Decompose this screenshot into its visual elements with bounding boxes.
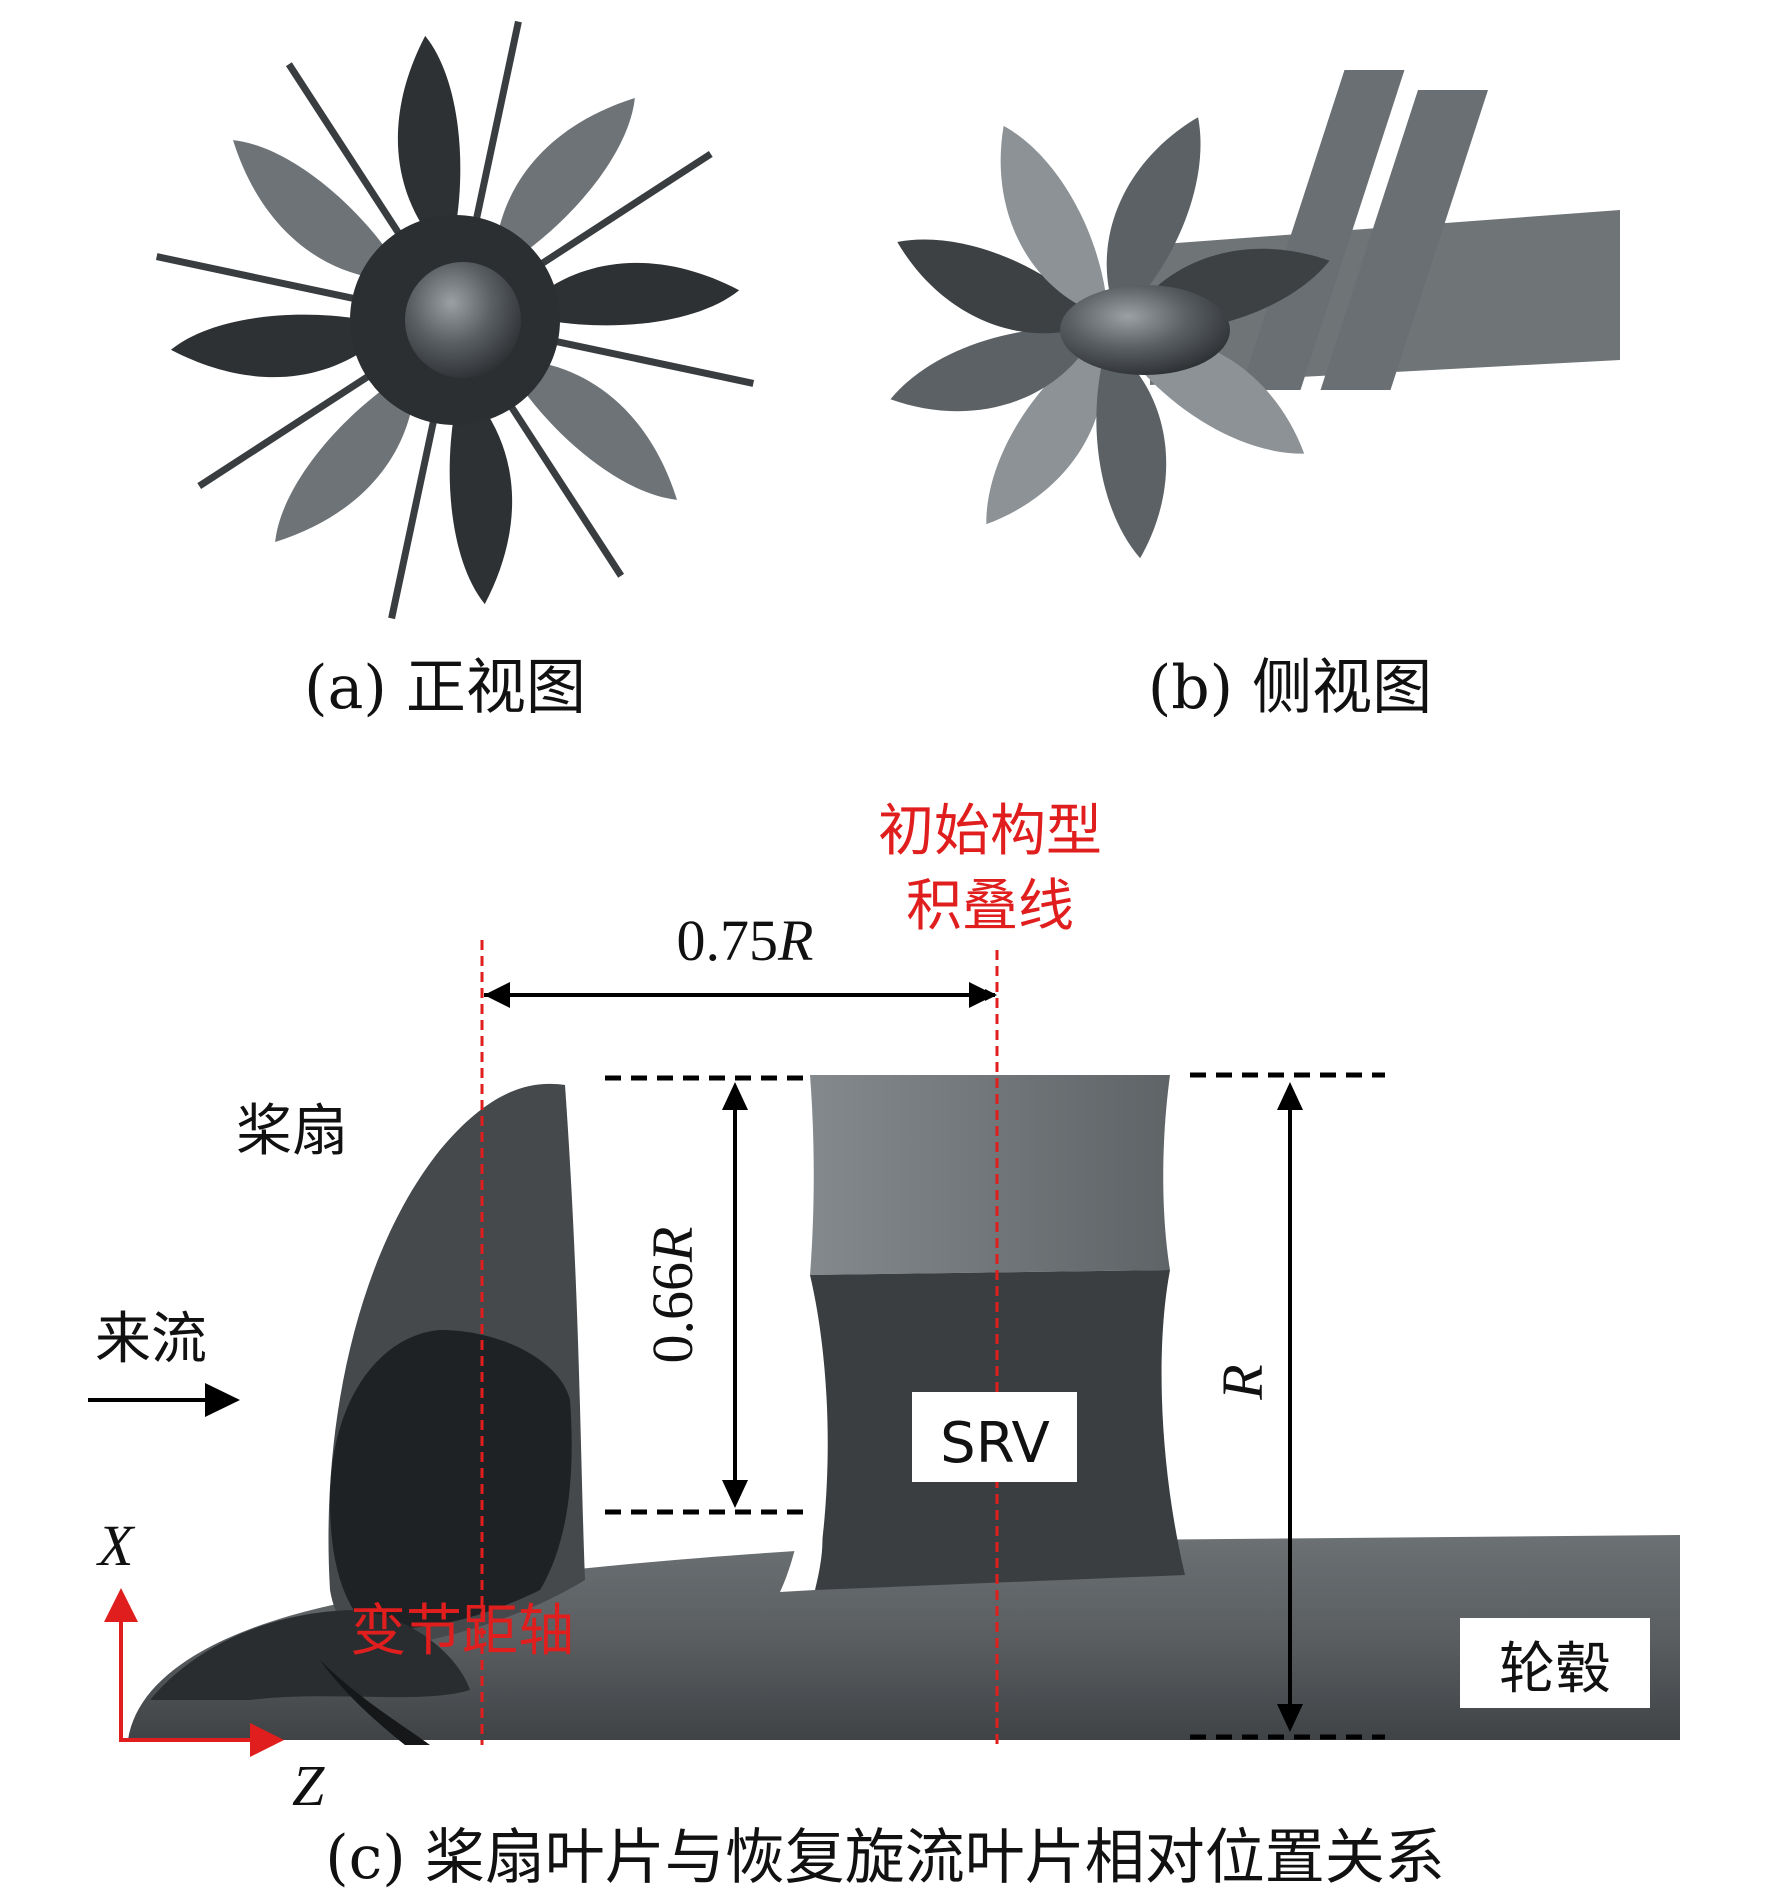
side-blade: [890, 327, 1086, 412]
dim-arrowhead-r-top: [1277, 1082, 1303, 1110]
axis-x-arrowhead: [104, 1588, 138, 1622]
front-srv-vane: [536, 150, 713, 269]
front-blade: [233, 140, 388, 279]
dim-label-075r: 0.75R: [677, 908, 814, 973]
caption-a: (a) 正视图: [304, 653, 586, 723]
front-view-propfan: [155, 20, 755, 620]
inflow-arrowhead: [205, 1383, 240, 1417]
front-blade: [397, 35, 461, 234]
dim-arrowhead-bottom: [722, 1480, 748, 1508]
hub-label: 轮毂: [1499, 1637, 1611, 1702]
side-view-propfan: [890, 70, 1620, 559]
initial-config-label-1: 初始构型: [878, 799, 1102, 864]
side-srv-vane: [1320, 90, 1488, 390]
front-srv-vane: [197, 371, 374, 490]
dim-arrowhead-top: [722, 1082, 748, 1110]
front-srv-vane: [155, 253, 358, 303]
hub-label-box: [1460, 1618, 1650, 1708]
front-spinner: [405, 262, 521, 378]
front-blade: [496, 98, 635, 253]
initial-config-label-2: 积叠线: [906, 874, 1074, 939]
front-blade: [275, 387, 414, 542]
side-srv-vane: [1240, 70, 1405, 390]
srv-label-box: [912, 1392, 1077, 1482]
front-blade: [522, 361, 677, 500]
side-blade: [986, 352, 1104, 525]
dim-label-r: R: [1210, 1364, 1275, 1400]
front-srv-vane: [552, 337, 755, 387]
front-blade: [541, 262, 740, 326]
inflow-label: 来流: [95, 1307, 207, 1372]
propfan-label: 桨扇: [236, 1099, 348, 1164]
dim-arrowhead-left: [484, 982, 510, 1008]
srv-root-fillet: [780, 1505, 823, 1592]
dim-label-066r: 0.66R: [640, 1227, 705, 1364]
axis-z-label: Z: [292, 1753, 325, 1818]
srv-blade-upper: [810, 1075, 1170, 1275]
side-blade: [1096, 357, 1167, 559]
front-srv-vane: [285, 62, 404, 239]
relative-position-diagram: [88, 940, 1680, 1757]
propfan-blade-inner: [330, 1330, 572, 1629]
srv-label: SRV: [940, 1411, 1050, 1476]
side-spinner: [1060, 285, 1230, 375]
axis-z-arrowhead: [250, 1723, 284, 1757]
front-srv-vane: [506, 401, 625, 578]
side-blade: [1106, 117, 1201, 303]
front-blade: [170, 314, 369, 378]
side-blade: [1000, 125, 1106, 310]
dim-arrowhead-right: [969, 982, 995, 1008]
axis-x-label: X: [96, 1513, 136, 1578]
dim-arrowhead-r-bottom: [1277, 1704, 1303, 1732]
caption-c: (c) 桨扇叶片与恢复旋流叶片相对位置关系: [325, 1823, 1445, 1893]
front-blade: [449, 406, 513, 605]
propfan-blade-lower: [150, 1610, 470, 1700]
pitch-axis-label: 变节距轴: [350, 1599, 574, 1664]
caption-b: (b) 侧视图: [1148, 653, 1432, 723]
front-srv-vane: [388, 417, 438, 620]
side-blade: [897, 239, 1083, 334]
front-srv-vane: [472, 20, 522, 223]
